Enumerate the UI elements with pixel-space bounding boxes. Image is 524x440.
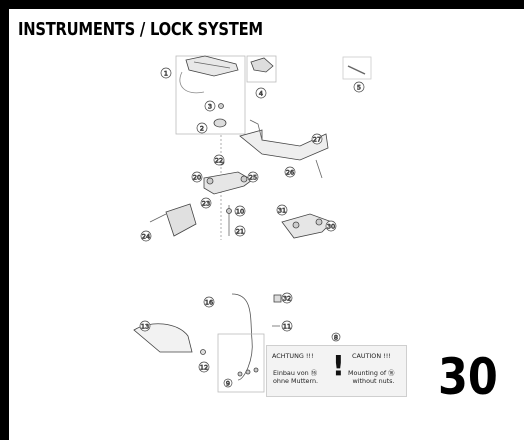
handlebar-bracket bbox=[239, 129, 329, 161]
callout-21: 21 bbox=[236, 228, 244, 236]
callout-30: 30 bbox=[327, 223, 335, 231]
indicator-light-part bbox=[250, 57, 274, 73]
english-notice-heading: CAUTION !!! bbox=[352, 352, 391, 360]
german-notice-body: Einbau von ⑯ ohne Muttern. bbox=[273, 369, 319, 385]
callout-23: 23 bbox=[202, 200, 210, 208]
callout-1: 1 bbox=[164, 70, 168, 78]
left-border bbox=[0, 0, 9, 440]
callout-3: 3 bbox=[208, 103, 212, 111]
speedometer-part bbox=[185, 55, 239, 77]
callout-32: 32 bbox=[283, 295, 291, 303]
german-notice-heading: ACHTUNG !!! bbox=[272, 352, 314, 360]
german-notice-line1: Einbau von bbox=[273, 369, 309, 377]
english-notice-body: Mounting of ⑯ without nuts. bbox=[348, 369, 395, 385]
callout-2: 2 bbox=[200, 125, 204, 133]
german-notice-line2: ohne Muttern. bbox=[273, 377, 319, 385]
right-clamp bbox=[281, 213, 333, 239]
callout-16: 16 bbox=[205, 299, 213, 307]
english-notice-line1: Mounting of bbox=[348, 369, 387, 377]
english-notice-line2: without nuts. bbox=[352, 377, 395, 385]
callout-22: 22 bbox=[215, 157, 223, 165]
callout-31: 31 bbox=[278, 207, 286, 215]
callout-24: 24 bbox=[142, 233, 150, 241]
cluster-group-box bbox=[175, 55, 246, 135]
warning-exclamation-icon: ! bbox=[332, 349, 345, 382]
callout-8: 8 bbox=[334, 334, 338, 342]
callout-11: 11 bbox=[283, 323, 291, 331]
page-title: INSTRUMENTS / LOCK SYSTEM bbox=[18, 19, 263, 40]
callout-27: 27 bbox=[313, 136, 321, 144]
callout-4: 4 bbox=[259, 90, 263, 98]
callout-20: 20 bbox=[193, 174, 201, 182]
speedometer-cable bbox=[179, 71, 205, 94]
page-number: 30 bbox=[438, 348, 498, 406]
callout-13: 13 bbox=[141, 323, 149, 331]
callout-10: 10 bbox=[236, 208, 244, 216]
callout-5: 5 bbox=[357, 84, 361, 92]
callout-12: 12 bbox=[200, 364, 208, 372]
caution-notice-box bbox=[266, 345, 407, 397]
grommet-part bbox=[213, 118, 227, 128]
steering-lock-part bbox=[165, 203, 197, 237]
lower-clamp bbox=[203, 171, 253, 195]
top-border bbox=[0, 0, 524, 9]
speed-sensor-cable bbox=[231, 293, 253, 381]
callout-26: 26 bbox=[286, 169, 294, 177]
callout-9: 9 bbox=[226, 380, 230, 388]
callout-25: 25 bbox=[249, 174, 257, 182]
